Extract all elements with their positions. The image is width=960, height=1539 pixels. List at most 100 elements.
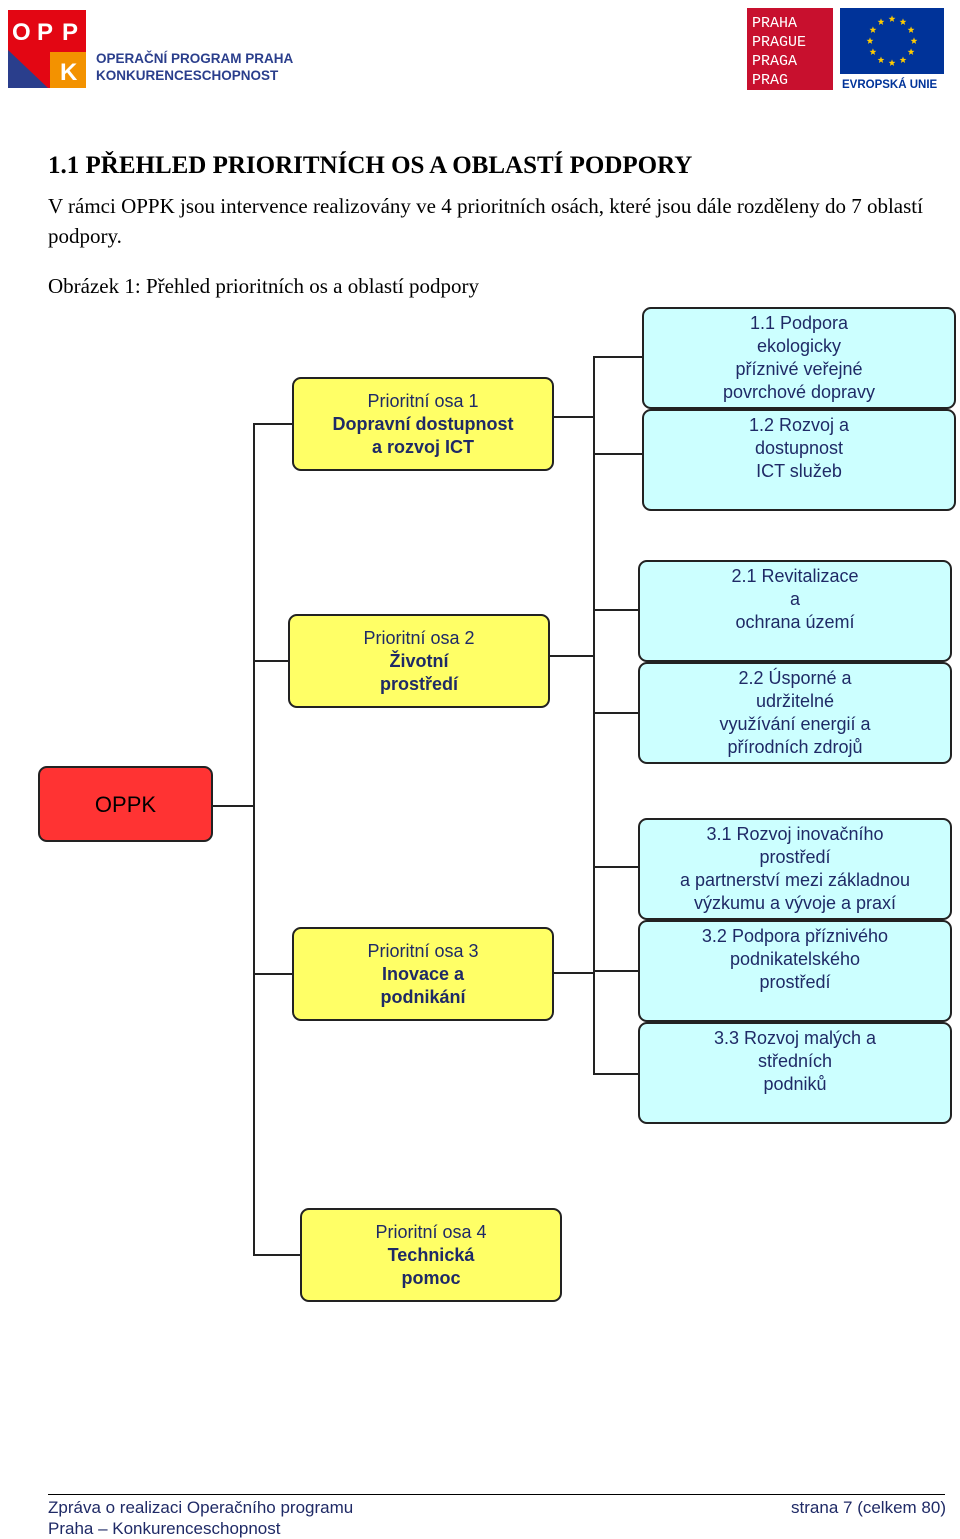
eu-star-icon (907, 48, 915, 55)
axis-4-number: Prioritní osa 4 (375, 1221, 487, 1242)
connector-area11 (593, 356, 643, 358)
praha-logo: PRAHA PRAGUE PRAGA PRAG (747, 8, 833, 90)
connector-to-axis2 (253, 660, 289, 662)
support-area-2-1: 2.1 Revitalizace a ochrana území (638, 560, 952, 662)
area-1-1-line2: ekologicky (756, 336, 842, 356)
praha-row-3: PRAGA (752, 53, 797, 70)
support-area-1-1: 1.1 Podpora ekologicky příznivé veřejné … (642, 307, 956, 409)
connector-area12 (593, 453, 643, 455)
area-1-2-line3: ICT služeb (756, 461, 842, 481)
axis-3-title-line1: Inovace a (381, 963, 465, 984)
eu-star-icon (869, 26, 877, 33)
connector-area31 (593, 866, 639, 868)
support-area-2-2: 2.2 Úsporné a udržitelné využívání energ… (638, 662, 952, 764)
area-1-2-line1: 1.2 Rozvoj a (748, 415, 850, 435)
area-3-2-line3: prostředí (759, 972, 831, 992)
connector-area33 (593, 1073, 639, 1075)
oppk-root-box: OPPK (38, 766, 213, 842)
connector-to-axis3 (253, 973, 293, 975)
section-heading: 1.1 PŘEHLED PRIORITNÍCH OS A OBLASTÍ POD… (48, 152, 693, 179)
oppk-letter-k: K (60, 59, 78, 86)
eu-star-icon (888, 59, 896, 66)
eu-star-icon (877, 18, 885, 25)
priority-axis-2: Prioritní osa 2 Životní prostředí (288, 614, 550, 708)
axis-4-title-line2: pomoc (401, 1267, 461, 1288)
axis-1-number: Prioritní osa 1 (367, 390, 479, 411)
priority-axis-1: Prioritní osa 1 Dopravní dostupnost a ro… (292, 377, 554, 471)
figure-caption: Obrázek 1: Přehled prioritních os a obla… (48, 274, 479, 298)
footer-page-number: strana 7 (celkem 80) (791, 1498, 946, 1517)
axis-3-title-line2: podnikání (380, 986, 466, 1007)
axis-2-title-line1: Životní (389, 650, 449, 671)
footer-title-line1: Zpráva o realizaci Operačního programu (48, 1498, 354, 1517)
area-1-1-line3: příznivé veřejné (735, 359, 863, 379)
area-3-3-line3: podniků (763, 1074, 827, 1094)
area-1-2-line2: dostupnost (754, 438, 844, 458)
area-3-1-line3: a partnerství mezi základnou (679, 870, 911, 890)
oppk-root-label: OPPK (94, 791, 157, 817)
connector-axis1-branch (593, 356, 595, 586)
footer-title-line2: Praha – Konkurenceschopnost (48, 1519, 281, 1538)
area-3-2-line2: podnikatelského (729, 949, 861, 969)
axis-1-title-line2: a rozvoj ICT (371, 436, 474, 457)
area-3-1-line2: prostředí (759, 847, 831, 867)
eu-logo: EVROPSKÁ UNIE (840, 8, 944, 91)
support-area-3-1: 3.1 Rozvoj inovačního prostředí a partne… (638, 818, 952, 920)
area-3-1-line1: 3.1 Rozvoj inovačního (706, 824, 884, 844)
eu-star-icon (910, 37, 918, 44)
intro-paragraph: V rámci OPPK jsou intervence realizovány… (48, 194, 923, 248)
oppk-logo: O P P K (8, 10, 86, 88)
program-name-line1: OPERAČNÍ PROGRAM PRAHA (96, 51, 294, 66)
support-area-3-3: 3.3 Rozvoj malých a středních podniků (638, 1022, 952, 1124)
eu-star-icon (888, 15, 896, 22)
connector-axis1-out (552, 416, 594, 418)
connector-area22 (593, 712, 639, 714)
support-area-3-2: 3.2 Podpora příznivého podnikatelského p… (638, 920, 952, 1022)
priority-axis-4: Prioritní osa 4 Technická pomoc (300, 1208, 562, 1302)
priority-axis-3: Prioritní osa 3 Inovace a podnikání (292, 927, 554, 1021)
eu-star-icon (899, 56, 907, 63)
support-area-1-2: 1.2 Rozvoj a dostupnost ICT služeb (642, 409, 956, 511)
area-1-1-line1: 1.1 Podpora (749, 313, 849, 333)
axis-2-title-line2: prostředí (379, 673, 458, 694)
axis-3-number: Prioritní osa 3 (367, 940, 479, 961)
area-2-2-line4: přírodních zdrojů (727, 737, 863, 757)
praha-row-4: PRAG (752, 72, 788, 89)
area-2-2-line3: využívání energií a (719, 714, 871, 734)
eu-star-icon (869, 48, 877, 55)
eu-star-icon (907, 26, 915, 33)
connector-to-axis4 (253, 1254, 301, 1256)
footer-divider (48, 1494, 945, 1495)
connector-area21 (593, 609, 639, 611)
oppk-letter-o: O (12, 19, 31, 46)
area-2-1-line2: a (789, 589, 800, 609)
connector-axis3-branch (593, 860, 595, 1075)
area-3-3-line1: 3.3 Rozvoj malých a (713, 1028, 877, 1048)
connector-to-axis1 (253, 423, 293, 425)
eu-star-icon (866, 37, 874, 44)
eu-stars-icon (866, 15, 918, 66)
area-2-2-line1: 2.2 Úsporné a (738, 668, 852, 688)
area-2-2-line2: udržitelné (755, 691, 835, 711)
oppk-letter-p2: P (62, 19, 78, 46)
praha-row-2: PRAGUE (752, 34, 806, 51)
connector-axis3-out (552, 972, 594, 974)
eu-label: EVROPSKÁ UNIE (842, 78, 938, 90)
connector-trunk (253, 423, 255, 1255)
axis-4-title-line1: Technická (387, 1244, 475, 1265)
axis-1-title-line1: Dopravní dostupnost (332, 413, 514, 434)
eu-star-icon (899, 18, 907, 25)
program-name: OPERAČNÍ PROGRAM PRAHA KONKURENCESCHOPNO… (96, 50, 293, 84)
area-2-1-line3: ochrana území (735, 612, 855, 632)
footer-report-title: Zpráva o realizaci Operačního programu P… (48, 1497, 353, 1539)
program-name-line2: KONKURENCESCHOPNOST (96, 68, 279, 83)
area-2-1-line1: 2.1 Revitalizace (731, 566, 859, 586)
axis-2-number: Prioritní osa 2 (363, 627, 475, 648)
oppk-letter-p1: P (37, 19, 53, 46)
area-1-1-line4: povrchové dopravy (722, 382, 876, 402)
area-3-2-line1: 3.2 Podpora příznivého (701, 926, 889, 946)
connector-axis2-out (548, 655, 594, 657)
connector-root-right (212, 805, 254, 807)
area-3-1-line4: výzkumu a vývoje a praxí (693, 893, 897, 913)
eu-star-icon (877, 56, 885, 63)
